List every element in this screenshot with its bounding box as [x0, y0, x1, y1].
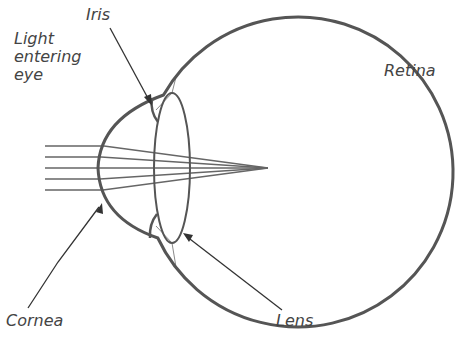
part-label: Cornea — [6, 312, 86, 330]
part-label: Light entering eye — [14, 30, 100, 84]
leader-lines — [28, 28, 282, 310]
iris-shape — [150, 98, 158, 238]
light-rays — [45, 146, 268, 190]
part-label: Retina — [384, 62, 454, 80]
lens-shape — [154, 93, 190, 243]
arrowheads — [96, 94, 193, 242]
part-label: Lens — [276, 312, 336, 330]
part-label: Iris — [86, 6, 146, 24]
eye-outline — [98, 17, 453, 327]
